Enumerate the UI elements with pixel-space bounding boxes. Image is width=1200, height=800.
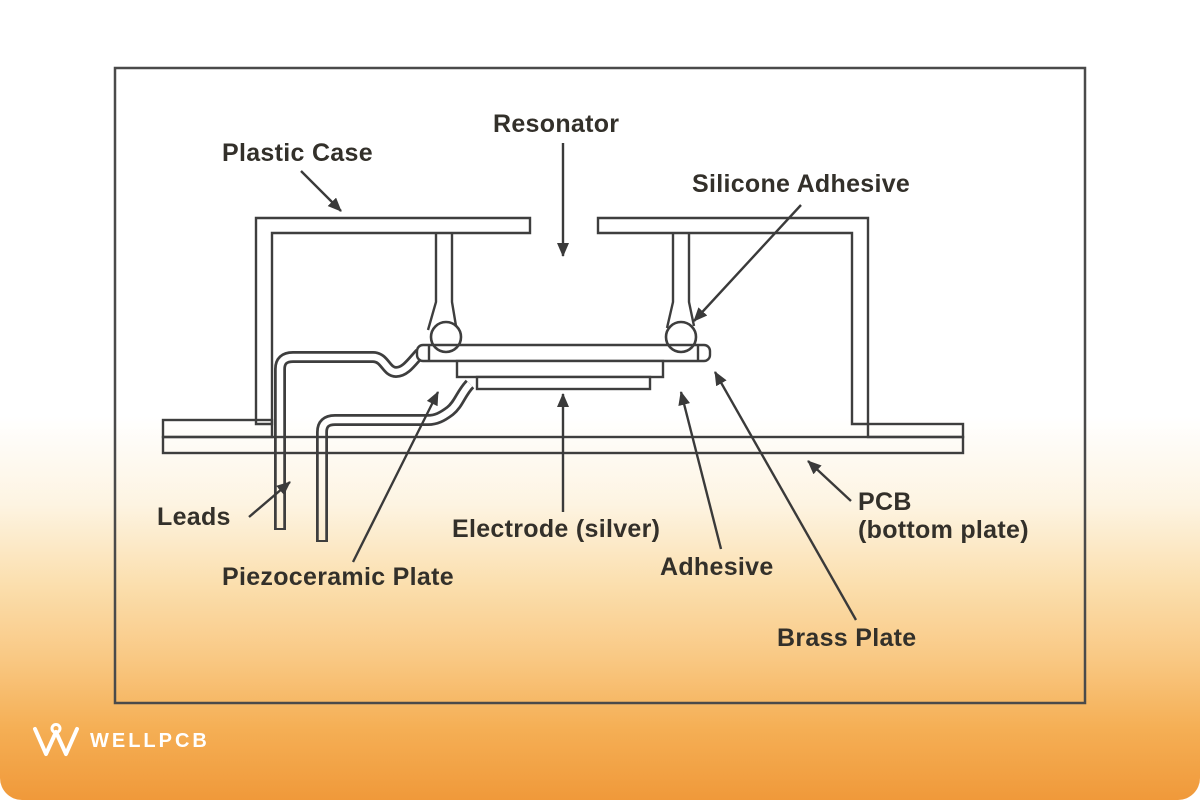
silicone-adhesive-blobs	[429, 320, 698, 354]
piezoceramic-plate-shape	[455, 359, 665, 379]
label-electrode: Electrode (silver)	[452, 515, 661, 543]
label-piezoceramic-plate: Piezoceramic Plate	[222, 563, 454, 591]
label-plastic-case: Plastic Case	[222, 139, 373, 167]
footer-logo: WELLPCB	[31, 722, 210, 760]
adhesive-arrow	[678, 391, 723, 550]
lead-wires	[274, 348, 475, 542]
plastic-case-arrow	[300, 170, 342, 212]
label-silicone-adhesive: Silicone Adhesive	[692, 170, 911, 198]
label-resonator: Resonator	[493, 110, 620, 138]
leads-arrow	[248, 481, 291, 518]
label-pcb-line2: (bottom plate)	[858, 515, 1029, 544]
piezoceramic-plate-arrow	[351, 391, 440, 563]
label-pcb: PCB (bottom plate)	[858, 488, 1029, 544]
plate-stack	[415, 343, 712, 391]
brass-plate-shape	[415, 343, 712, 363]
brass-plate-arrow	[713, 371, 858, 621]
label-leads: Leads	[157, 503, 231, 531]
pcb-arrow	[807, 460, 852, 502]
label-adhesive: Adhesive	[660, 553, 774, 581]
callout-arrows	[248, 143, 858, 621]
label-pcb-line1: PCB	[858, 488, 912, 516]
electrode-shape	[475, 375, 652, 391]
wellpcb-logo-text: WELLPCB	[90, 729, 210, 752]
silicone-adhesive-arrow	[693, 204, 802, 322]
label-brass-plate: Brass Plate	[777, 624, 917, 652]
diagram-outer-frame	[113, 66, 1087, 705]
wellpcb-logo-icon	[33, 723, 79, 756]
